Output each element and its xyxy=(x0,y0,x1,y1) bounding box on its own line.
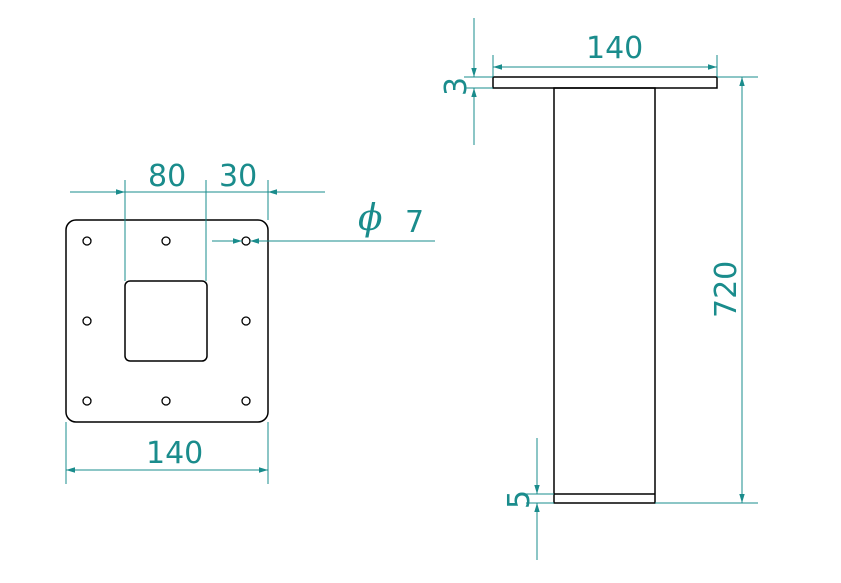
plate-center-opening xyxy=(124,280,208,362)
mounting-hole xyxy=(82,396,92,406)
dim-text-5: 5 xyxy=(502,490,537,509)
dim-text-140-bottom: 140 xyxy=(146,436,203,471)
mounting-hole xyxy=(161,396,171,406)
mounting-hole xyxy=(82,316,92,326)
dim-text-7: 7 xyxy=(405,205,424,240)
dimension-plate-thickness: 3 xyxy=(439,18,493,145)
dim-text-80: 80 xyxy=(148,159,186,194)
mounting-hole xyxy=(241,316,251,326)
plate-outline xyxy=(65,219,269,423)
side-view: 140 3 720 5 xyxy=(439,18,758,560)
mounting-hole xyxy=(161,236,171,246)
mounting-hole xyxy=(82,236,92,246)
dimension-height: 720 xyxy=(655,76,758,504)
dimension-plate-width: 140 xyxy=(65,422,269,484)
dimension-hole-spacing: 80 30 xyxy=(70,159,325,281)
top-plate xyxy=(492,76,718,89)
leg-body xyxy=(553,87,656,504)
dim-text-140-top: 140 xyxy=(586,31,643,66)
dim-text-3: 3 xyxy=(439,77,474,96)
dim-text-720: 720 xyxy=(709,261,744,318)
plate-view: 80 30 ϕ 7 140 xyxy=(65,159,435,484)
dimension-foot: 5 xyxy=(502,438,554,560)
mounting-hole xyxy=(241,236,251,246)
dim-text-30: 30 xyxy=(219,159,257,194)
diameter-symbol: ϕ xyxy=(358,198,383,239)
dimension-hole-diameter: ϕ 7 xyxy=(212,198,435,244)
dimension-top-plate-width: 140 xyxy=(492,31,718,77)
mounting-hole xyxy=(241,396,251,406)
